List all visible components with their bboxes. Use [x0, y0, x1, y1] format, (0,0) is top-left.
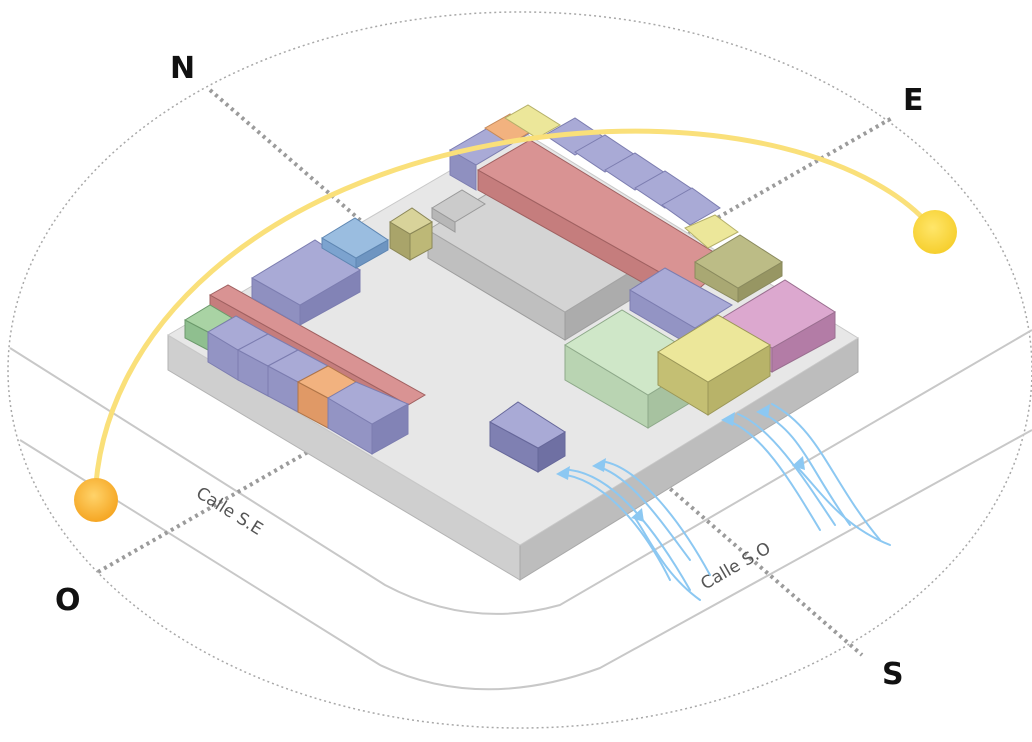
wind-arrow-icon: [724, 419, 821, 531]
wind-arrow-icon: [759, 411, 851, 526]
west-wing: [183, 284, 427, 455]
street-label-southwest: Calle S.O: [698, 538, 775, 594]
small-grey-blocks: [389, 189, 486, 261]
north-east-room-row: [449, 104, 739, 249]
central-cube: [489, 401, 566, 473]
compass-north-label: N: [170, 51, 196, 86]
compass-east-label: E: [903, 83, 924, 118]
wind-arrow-icon: [595, 465, 691, 561]
east-olive-block: [694, 234, 783, 303]
sun-icon: [913, 210, 957, 254]
wind-arrow-icon: [795, 465, 891, 546]
wind-arrow-icon: [559, 473, 671, 581]
compass-south-label: S: [882, 657, 904, 692]
sun-path: [92, 128, 938, 503]
wind-arrow-icon: [634, 517, 701, 601]
compass-west-label: O: [55, 583, 81, 618]
wind-arrowheads: [556, 404, 805, 522]
sun-icon: [74, 478, 118, 522]
street-lines: [9, 329, 1032, 691]
north-west-blocks: [251, 217, 389, 326]
wind-arrows: [559, 403, 891, 601]
base-slab: [167, 129, 859, 581]
yellow-block: [657, 314, 771, 416]
horizon-ellipse: [7, 11, 1032, 729]
